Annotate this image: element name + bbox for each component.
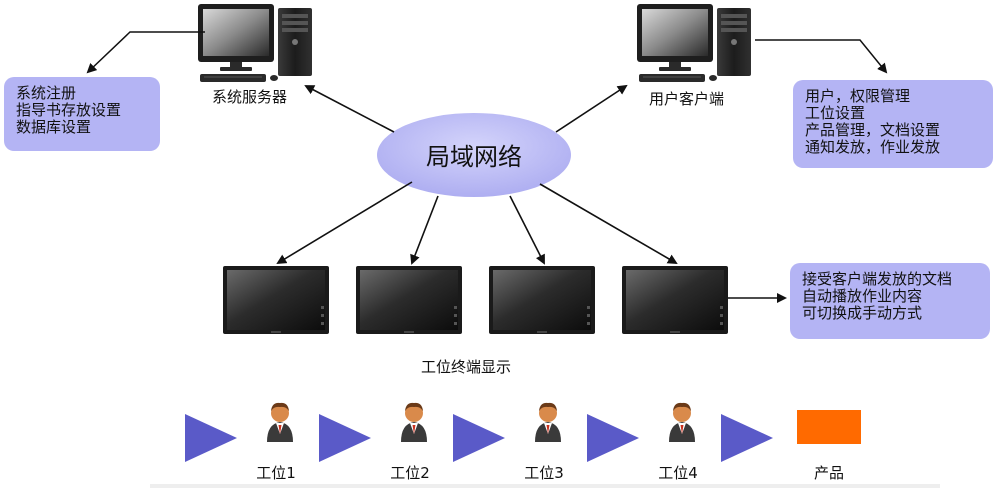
lan-label: 局域网络 [426,143,522,171]
terminal-notes: 接受客户端发放的文档 自动播放作业内容 可切换成手动方式 [790,263,990,339]
worker-icon [401,402,427,442]
station-label: 工位3 [524,464,564,482]
terminal-monitor-1-icon [223,266,329,334]
lan-to-client-arrow [555,84,628,133]
client-notes: 用户，权限管理 工位设置 产品管理，文档设置 通知发放，作业发放 [793,80,993,168]
production-flow: 工位1 工位2 工位3 工位4 产品 [185,402,861,482]
server-label: 系统服务器 [212,88,287,106]
flow-arrow-icon [319,414,371,462]
server-note-line: 系统注册 [16,84,77,102]
server-computer-icon [197,3,313,83]
terminal-note-line: 自动播放作业内容 [802,287,923,305]
client-note-line: 产品管理，文档设置 [805,121,941,139]
terminal-monitor-3-icon [489,266,595,334]
flow-arrow-icon [587,414,639,462]
terminals-label: 工位终端显示 [421,358,511,376]
worker-icon [535,402,561,442]
lan-to-terminal4-arrow [539,183,678,265]
flow-arrow-icon [453,414,505,462]
client-label: 用户客户端 [649,90,724,108]
worker-icon [267,402,293,442]
lan-to-terminal3-arrow [509,195,545,265]
flow-arrow-icon [721,414,773,462]
server-notes: 系统注册 指导书存放设置 数据库设置 [4,77,160,151]
product-box [797,410,861,444]
client-to-note-arrow [755,39,888,74]
product-label: 产品 [814,464,844,482]
lan-ellipse [377,113,571,197]
client-computer-icon [636,3,752,83]
client-note-line: 工位设置 [805,104,866,122]
worker-icon [669,402,695,442]
server-to-note-arrow [86,31,205,74]
server-note-line: 指导书存放设置 [16,101,122,119]
baseline-shadow [150,484,940,488]
flow-arrow-icon [185,414,237,462]
client-note-line: 用户，权限管理 [805,87,911,105]
terminal-monitor-4-icon [622,266,728,334]
lan-to-terminal2-arrow [410,195,439,265]
terminal-note-line: 可切换成手动方式 [802,304,923,322]
station-label: 工位1 [256,464,296,482]
lan-to-terminal1-arrow [276,181,413,265]
station-label: 工位2 [390,464,430,482]
server-note-line: 数据库设置 [16,118,92,136]
terminal-note-line: 接受客户端发放的文档 [802,270,953,288]
station-label: 工位4 [658,464,698,482]
client-note-line: 通知发放，作业发放 [805,138,941,156]
lan-to-server-arrow [304,85,395,133]
terminal-monitor-2-icon [356,266,462,334]
